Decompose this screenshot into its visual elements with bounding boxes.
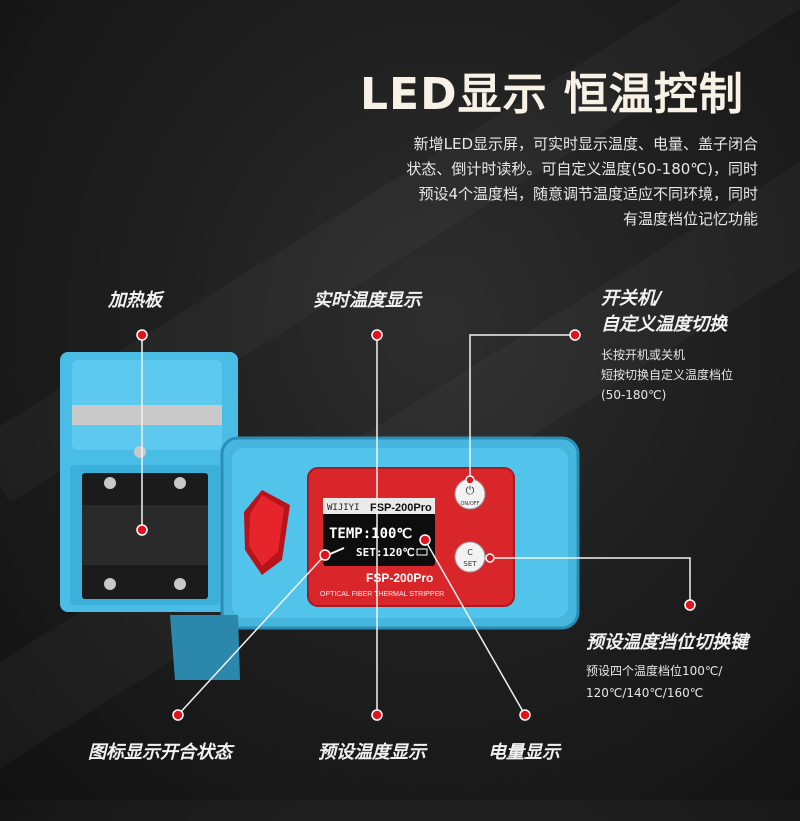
svg-text:C: C: [467, 548, 473, 557]
label-icon-status: 图标显示开合状态: [88, 742, 232, 763]
preset-sub-line: 预设四个温度档位100℃/: [586, 664, 723, 678]
marker-battery: [519, 709, 531, 721]
set-button: [454, 541, 486, 573]
lcd-model: FSP-200Pro: [370, 502, 432, 514]
device-illustration: WIJIYI FSP-200Pro TEMP:100℃ SET:120℃ FSP…: [60, 352, 580, 680]
power-sub-line: 短按切换自定义温度档位: [601, 368, 734, 382]
description-line: 新增LED显示屏，可实时显示温度、电量、盖子闭合: [413, 135, 758, 153]
marker-icon-status: [172, 709, 184, 721]
marker-icon-status-top: [319, 549, 331, 561]
label-power-switch: 开关机/: [601, 288, 662, 309]
description: 新增LED显示屏，可实时显示温度、电量、盖子闭合 状态、倒计时读秒。可自定义温度…: [298, 132, 758, 232]
lid-status-icon: [329, 547, 345, 555]
power-sub-line: 长按开机或关机: [601, 348, 686, 362]
label-preset-temp: 预设温度显示: [318, 742, 426, 763]
label-power-switch-line2: 自定义温度切换: [601, 314, 727, 335]
label-heating-plate: 加热板: [108, 290, 162, 311]
panel-model: FSP-200Pro: [366, 571, 433, 585]
description-line: 状态、倒计时读秒。可自定义温度(50-180℃)，同时: [406, 160, 758, 178]
headline: LED显示 恒温控制: [360, 69, 744, 120]
preset-sub-line: 120℃/140℃/160℃: [586, 686, 704, 700]
marker-power: [569, 329, 581, 341]
marker-power-button: [465, 475, 475, 485]
svg-text:ON/OFF: ON/OFF: [460, 501, 479, 507]
callout-lines: [136, 329, 696, 721]
lid-plate: [72, 405, 222, 425]
svg-text:SET: SET: [463, 560, 477, 568]
panel-subtitle: OPTICAL FIBER THERMAL STRIPPER: [320, 591, 444, 598]
lcd-screen: [323, 498, 435, 566]
label-preset-switch: 预设温度挡位切换键: [586, 632, 748, 653]
power-sub-line: (50-180℃): [601, 388, 667, 402]
description-line: 有温度档位记忆功能: [622, 210, 758, 228]
description-line: 预设4个温度档，随意调节温度适应不同环境，同时: [418, 185, 758, 203]
marker-preset-switch: [684, 599, 696, 611]
marker-realtime-temp-top: [371, 329, 383, 341]
lcd-temp: TEMP:100℃: [329, 526, 412, 542]
label-realtime-temp: 实时温度显示: [313, 290, 421, 311]
lcd-set: SET:120℃: [356, 546, 415, 559]
marker-set-button: [485, 553, 495, 563]
label-battery: 电量显示: [488, 742, 560, 763]
battery-icon: [416, 548, 428, 556]
marker-battery-top: [419, 534, 431, 546]
svg-text:⏻: ⏻: [466, 484, 475, 497]
body-shadow: [170, 615, 240, 680]
marker-heating-plate: [136, 524, 148, 536]
lcd-brand: WIJIYI: [327, 503, 360, 513]
marker-heating-plate-top: [136, 329, 148, 341]
marker-preset-temp: [371, 709, 383, 721]
